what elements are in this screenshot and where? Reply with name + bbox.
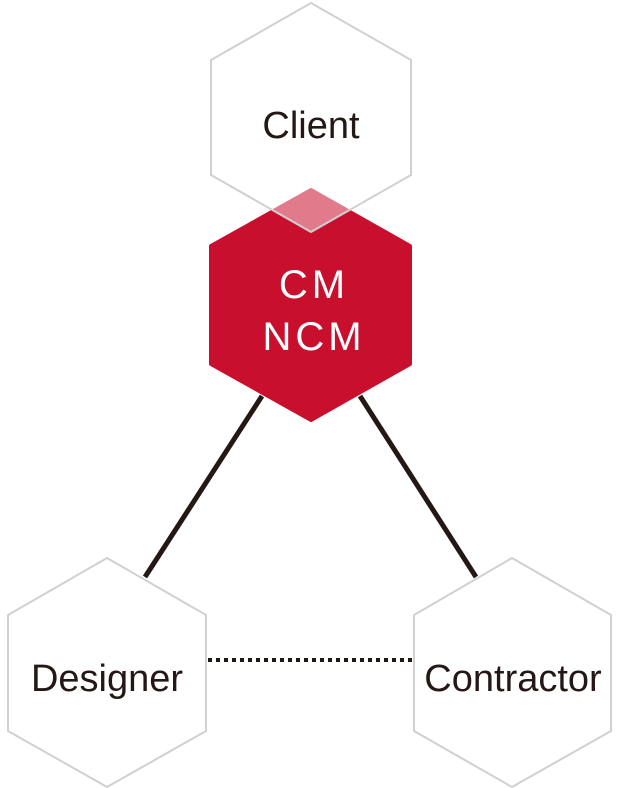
- client-hexagon: [210, 2, 412, 233]
- client-label: Client: [262, 105, 360, 147]
- contractor-label: Contractor: [424, 658, 602, 700]
- cm-label: CM: [279, 263, 349, 307]
- designer-hexagon: [7, 557, 207, 788]
- ncm-label: NCM: [262, 315, 365, 359]
- contractor-hexagon: [413, 557, 612, 788]
- cm-hexagon: [209, 188, 412, 422]
- link-cm-designer: [142, 394, 265, 579]
- designer-label: Designer: [31, 658, 183, 700]
- link-cm-contractor: [357, 394, 479, 579]
